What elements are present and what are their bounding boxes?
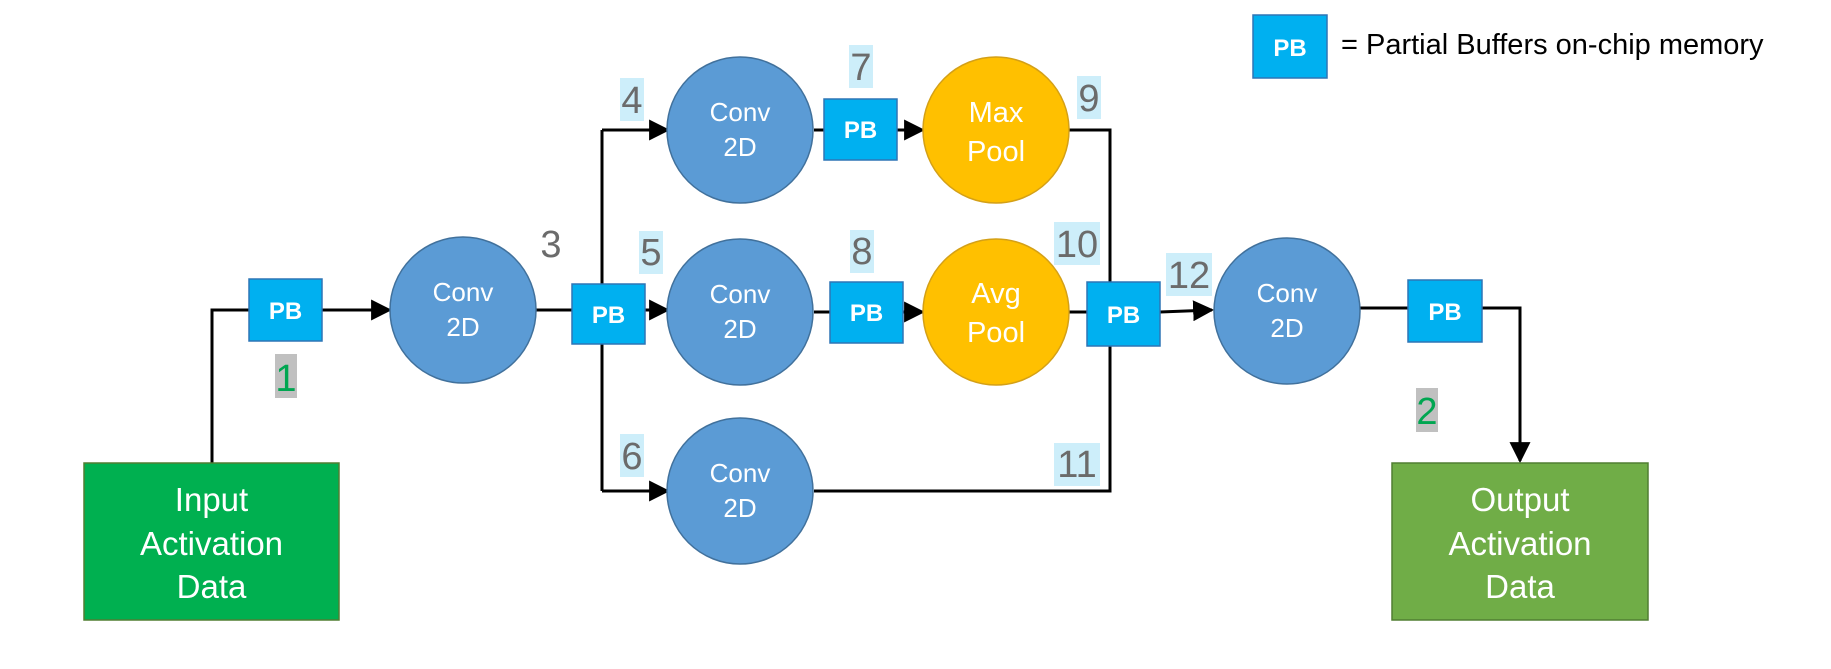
step-5-text: 5 (640, 232, 661, 274)
conv2d-node-top: Conv 2D (666, 56, 814, 204)
conv2d-node-mid: Conv 2D (666, 238, 814, 386)
conv-mid-line-2: 2D (723, 314, 756, 344)
step-label-12: 12 (1166, 253, 1212, 297)
pb-buffer-3: PB (571, 283, 646, 345)
pb-3-label: PB (592, 302, 625, 329)
output-line-1: Output (1470, 481, 1569, 518)
input-line-3: Data (177, 568, 247, 605)
step-label-11: 11 (1054, 443, 1100, 486)
conv-a-line-2: 2D (446, 312, 479, 342)
edge-merge-to-conv-e (1159, 300, 1215, 322)
legend-text: = Partial Buffers on-chip memory (1341, 29, 1764, 61)
input-line-2: Activation (140, 525, 283, 562)
avg-pool-line-2: Pool (967, 317, 1025, 349)
output-line-3: Data (1485, 568, 1555, 605)
connectors (210, 119, 1531, 502)
max-pool-node: Max Pool (922, 56, 1070, 204)
step-7-text: 7 (850, 47, 871, 89)
conv2d-node-e: Conv 2D (1213, 237, 1361, 385)
avg-pool-node: Avg Pool (922, 238, 1070, 386)
step-label-1: 1 (275, 354, 297, 400)
avg-pool-line-1: Avg (971, 278, 1020, 310)
pb-buffer-out: PB (1407, 279, 1483, 343)
step-1-text: 1 (275, 358, 296, 400)
conv-e-line-2: 2D (1270, 313, 1303, 343)
pb-buffer-8: PB (829, 281, 904, 344)
step-labels: 1 2 3 4 5 6 7 8 9 (275, 45, 1438, 486)
step-label-5: 5 (639, 231, 663, 274)
pb-8-label: PB (850, 300, 883, 327)
conv2d-node-bot: Conv 2D (666, 417, 814, 565)
output-activation-box: Output Activation Data (1391, 462, 1649, 621)
step-10-text: 10 (1056, 224, 1098, 266)
output-line-2: Activation (1448, 525, 1591, 562)
step-2-text: 2 (1416, 391, 1437, 433)
pb-out-label: PB (1428, 299, 1461, 326)
step-label-3: 3 (540, 224, 561, 266)
step-4-text: 4 (621, 80, 642, 122)
step-12-text: 12 (1168, 255, 1210, 297)
edge-pb-out-to-output (1482, 306, 1531, 464)
edge-input-to-pb1 (210, 308, 249, 463)
legend-pb-label: PB (1273, 35, 1306, 62)
step-label-9: 9 (1077, 76, 1101, 120)
conv2d-node-a: Conv 2D (389, 236, 537, 384)
conv-top-line-1: Conv (710, 97, 771, 127)
edge-maxpool-to-merge (1069, 128, 1112, 282)
input-activation-box: Input Activation Data (83, 462, 340, 621)
step-label-10: 10 (1054, 222, 1100, 266)
max-pool-line-1: Max (969, 97, 1024, 129)
conv-top-line-2: 2D (723, 132, 756, 162)
pb-7-label: PB (844, 117, 877, 144)
conv-bot-line-1: Conv (710, 458, 771, 488)
step-label-8: 8 (850, 230, 874, 273)
max-pool-line-2: Pool (967, 136, 1025, 168)
step-label-4: 4 (620, 78, 644, 122)
pb-buffer-7: PB (823, 98, 898, 161)
pb-merge-label: PB (1107, 302, 1140, 329)
conv-bot-line-2: 2D (723, 493, 756, 523)
step-8-text: 8 (851, 231, 872, 273)
conv-a-line-1: Conv (433, 277, 494, 307)
pb-1-label: PB (269, 298, 302, 325)
input-line-1: Input (175, 481, 248, 518)
pb-buffer-merge: PB (1086, 281, 1161, 347)
conv-mid-line-1: Conv (710, 279, 771, 309)
step-3-text: 3 (540, 224, 561, 266)
edge-conv-bot-to-merge (814, 346, 1112, 493)
conv-e-line-1: Conv (1257, 278, 1318, 308)
legend: PB = Partial Buffers on-chip memory (1252, 14, 1764, 79)
step-6-text: 6 (621, 436, 642, 478)
pb-buffer-1: PB (248, 278, 323, 342)
step-label-7: 7 (849, 45, 873, 89)
step-11-text: 11 (1057, 444, 1096, 486)
step-label-6: 6 (620, 434, 644, 478)
step-9-text: 9 (1078, 78, 1099, 120)
step-label-2: 2 (1416, 388, 1438, 433)
legend-pb-swatch (1252, 14, 1328, 79)
